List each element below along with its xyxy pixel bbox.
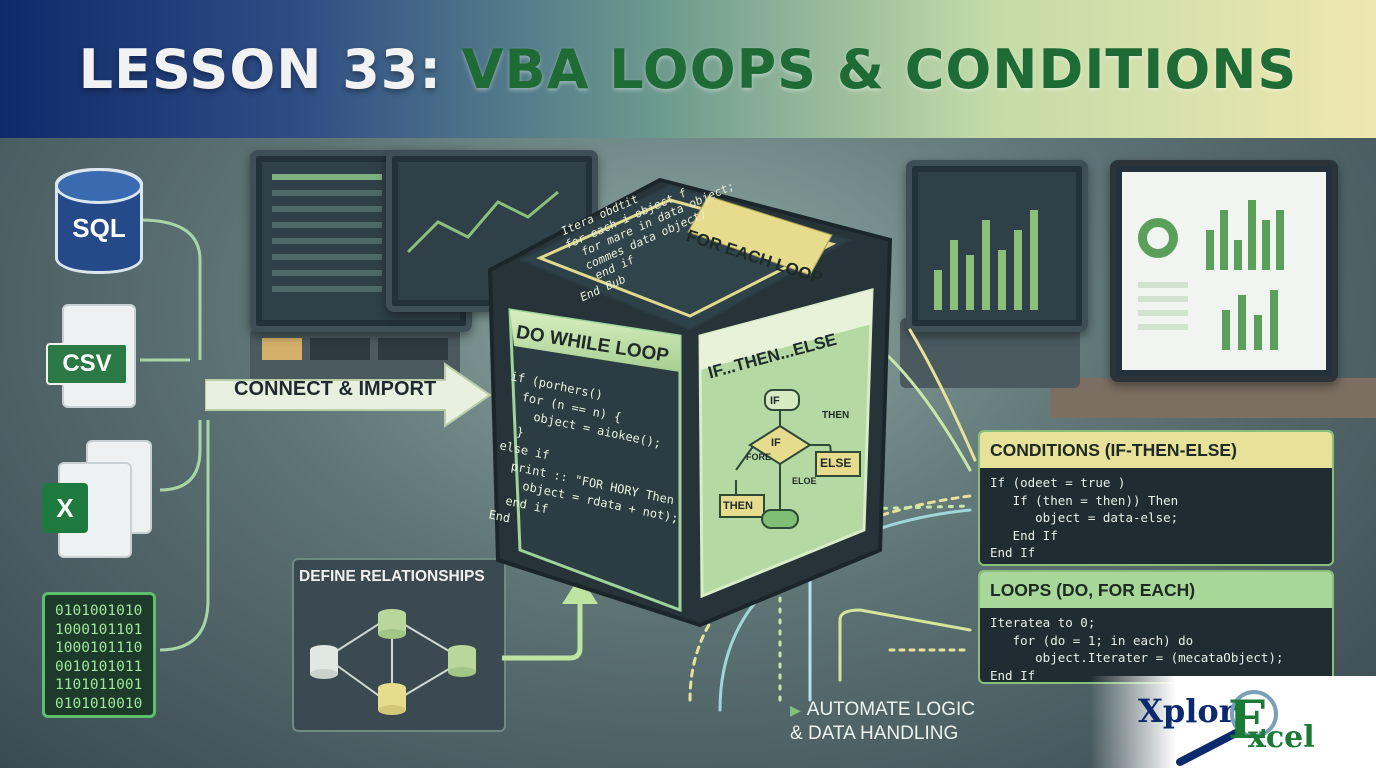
sql-label: SQL [72,212,126,243]
background-monitor-4 [1110,160,1338,382]
play-triangle-icon: ▶ [790,702,801,718]
loops-code: Iteratea to 0; for (do = 1; in each) do … [990,615,1284,683]
define-relationships-panel: DEFINE RELATIONSHIPS [292,558,506,732]
binary-data-icon: 0101001010 1000101101 1000101110 0010101… [42,592,156,718]
logo-part-1: Xplor [1138,692,1236,730]
lesson-title-prefix: LESSON 33: [78,37,462,101]
csv-label: CSV [46,343,128,385]
conditions-panel: CONDITIONS (IF-THEN-ELSE) If (odeet = tr… [978,430,1334,566]
vba-logic-cube [487,177,893,628]
automate-label: ▶ AUTOMATE LOGIC & DATA HANDLING [790,698,975,746]
magnifier-icon [1176,690,1278,766]
conditions-title: CONDITIONS (IF-THEN-ELSE) [980,432,1332,468]
connect-import-label: CONNECT & IMPORT [234,378,437,400]
source-connectors [139,218,210,652]
excel-label: X [42,483,88,533]
logo-big-e: E [1228,690,1268,751]
flow-then-right: THEN [822,410,850,421]
conditions-code: If (odeet = true ) If (then = then)) The… [990,475,1179,560]
loops-title: LOOPS (DO, FOR EACH) [980,572,1332,608]
xplorexcel-logo: Xplor E xcel [1090,676,1376,768]
title-banner: LESSON 33: VBA LOOPS & CONDITIONS [0,0,1376,138]
flow-if-top: IF [770,395,780,407]
relationships-arrow [502,576,598,661]
loops-panel: LOOPS (DO, FOR EACH) Iteratea to 0; for … [978,570,1334,684]
flow-eloe: ELOE [792,476,817,486]
logo-part-2: xcel [1248,720,1315,755]
automate-line-2: & DATA HANDLING [790,723,959,744]
flow-then-left: THEN [723,500,753,512]
connect-import-arrow [205,362,492,428]
define-relationships-label: DEFINE RELATIONSHIPS [299,568,485,585]
flow-if-center: IF [771,437,781,449]
background-monitor-3 [906,160,1088,332]
sql-database-icon: SQL [55,168,143,274]
lesson-title: LESSON 33: VBA LOOPS & CONDITIONS [79,38,1298,101]
relationship-diagram [310,609,476,715]
lesson-title-accent: VBA LOOPS & CONDITIONS [461,37,1298,101]
automate-line-1: AUTOMATE LOGIC [806,699,975,720]
flow-else: ELSE [820,456,852,470]
flow-fore: FORE [746,452,772,462]
